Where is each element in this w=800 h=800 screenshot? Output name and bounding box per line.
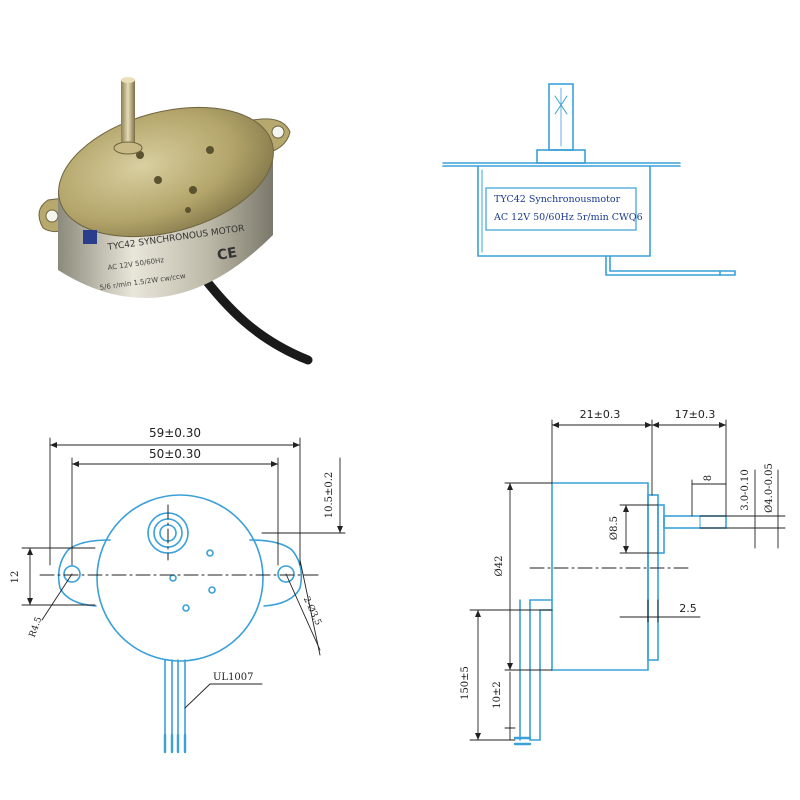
dim-radius: R4.5: [28, 615, 45, 638]
right-ear-outline: [249, 539, 303, 607]
dim-shaft-flat: 3.0-0.10: [740, 469, 751, 511]
side-body-outline: [551, 482, 649, 671]
dim-flat-length: 8: [703, 475, 714, 481]
dim-shaft-length: 17±0.3: [675, 408, 716, 421]
side-view-top-diagram: [442, 83, 736, 276]
left-mount-hole: [63, 565, 81, 583]
ce-mark: CE: [216, 245, 238, 264]
dim-body-dia: Ø42: [494, 556, 505, 577]
dim-flange-height: 12: [10, 571, 21, 584]
dim-holes: 2-Ø3.5: [301, 595, 324, 628]
dim-strip-length: 10±2: [492, 681, 503, 708]
dim-lead-length: 150±5: [460, 666, 471, 700]
front-body-outline: [96, 494, 264, 662]
brand-logo: [83, 230, 97, 244]
side-view-diagram: 21±0.3 17±0.3 8 3.0-0.10 Ø4.0-0.05 Ø8.5 …: [460, 408, 786, 746]
dim-overall-width: 59±0.30: [149, 426, 201, 440]
side-top-label-2: AC 12V 50/60Hz 5r/min CWQ6: [493, 212, 643, 223]
front-view-diagram: 59±0.30 50±0.30 12 10.5±0.2 R4.5 2-Ø3.5 …: [10, 426, 346, 754]
dim-body-depth: 21±0.3: [580, 408, 621, 421]
side-top-label-1: TYC42 Synchronousmotor: [494, 194, 621, 205]
dim-flange-thk: 2.5: [679, 602, 697, 615]
dim-shaft-dia: Ø4.0-0.05: [764, 463, 775, 513]
right-mount-hole: [277, 565, 295, 583]
dim-hole-spacing: 50±0.30: [149, 447, 201, 461]
dim-boss-dia: Ø8.5: [609, 516, 620, 540]
motor-photo: TYC42 SYNCHRONOUS MOTOR AC 12V 50/60Hz 5…: [28, 70, 328, 370]
dim-offset: 10.5±0.2: [324, 472, 335, 519]
wire-label: UL1007: [213, 672, 254, 683]
motor-photo-illustration: TYC42 SYNCHRONOUS MOTOR AC 12V 50/60Hz 5…: [38, 77, 313, 365]
left-ear-outline: [57, 539, 111, 607]
